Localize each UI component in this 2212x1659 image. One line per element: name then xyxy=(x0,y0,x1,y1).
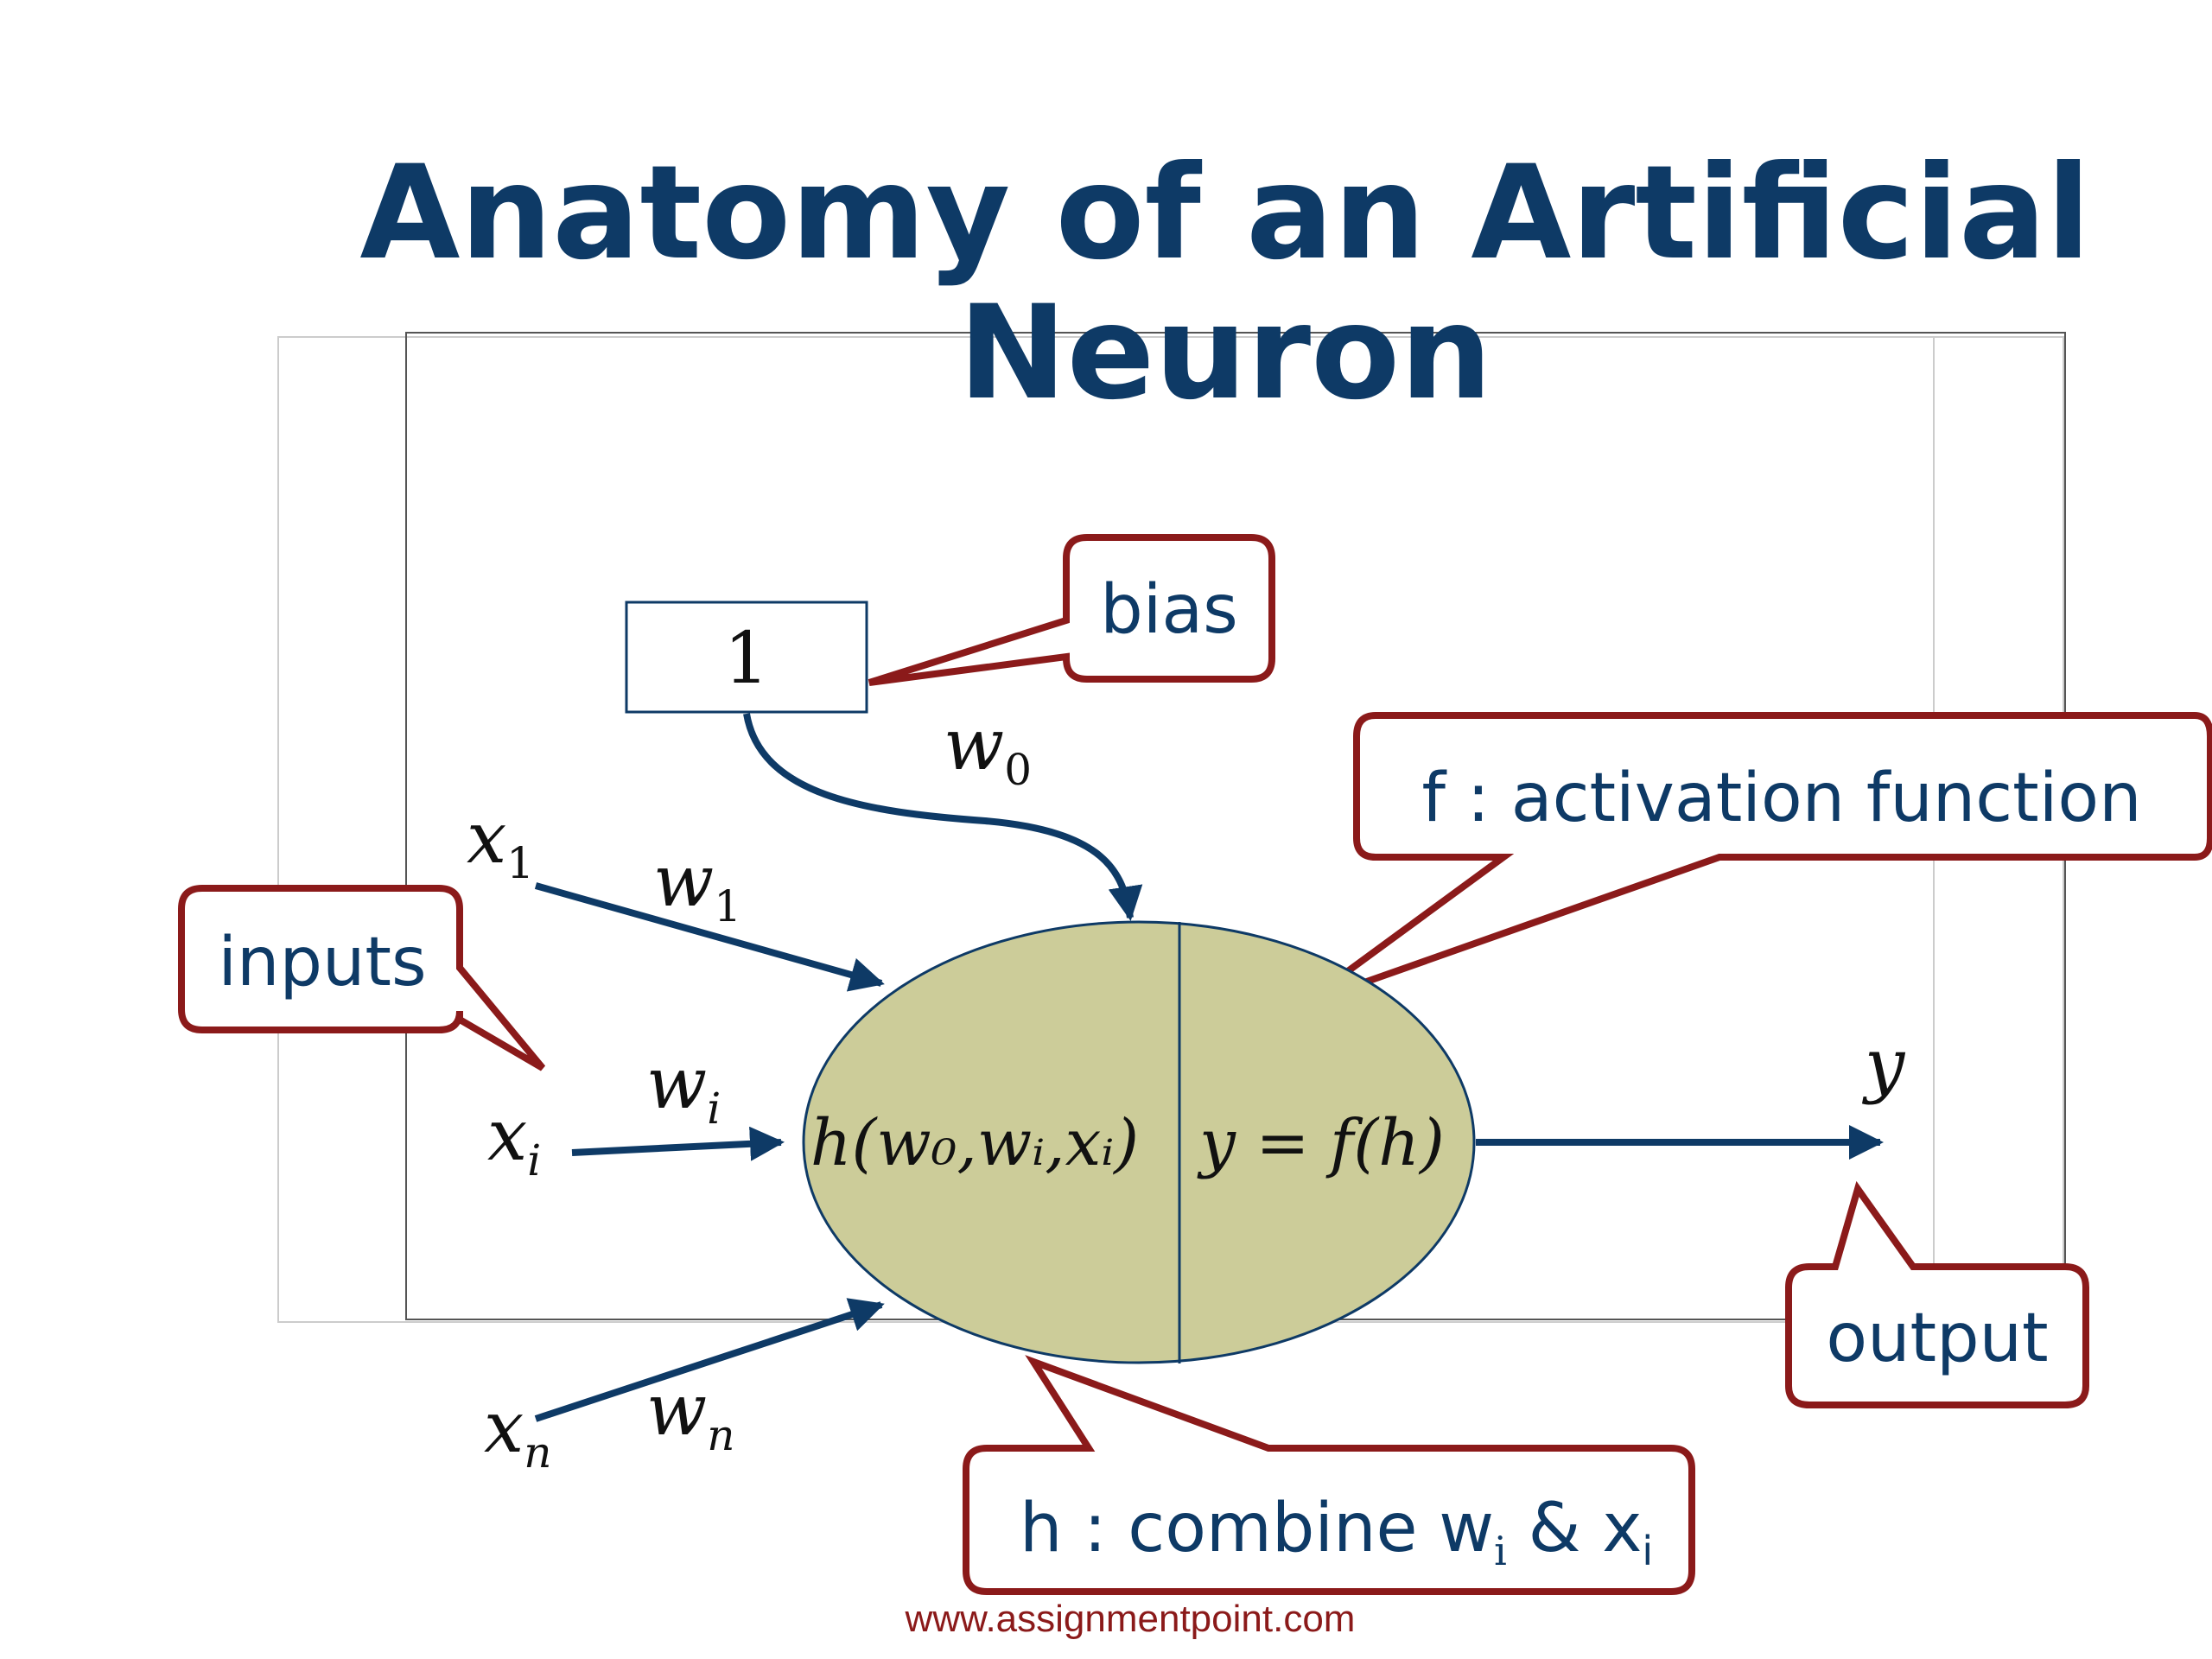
label-xn: xn xyxy=(484,1387,551,1478)
label-xi: xi xyxy=(487,1095,541,1185)
input-arrow-n xyxy=(534,1298,885,1422)
callout-output: output xyxy=(1785,1180,2089,1408)
callout-inputs-label: inputs xyxy=(218,924,426,1001)
callout-combine-label: h : combine wi & xi xyxy=(1020,1490,1653,1574)
callout-combine: h : combine wi & xi xyxy=(963,1355,1695,1595)
bias-arrow xyxy=(743,713,1143,921)
callout-bias: bias xyxy=(868,534,1275,686)
callout-output-label: output xyxy=(1826,1300,2048,1377)
activation-function: y = f(h) xyxy=(1197,1106,1445,1180)
callout-activation: f : activation function xyxy=(1300,712,2212,1007)
combine-function: h(w₀,wᵢ,xᵢ) xyxy=(810,1106,1139,1180)
callout-bias-label: bias xyxy=(1100,571,1238,649)
input-arrow-i xyxy=(571,1126,785,1161)
label-wn: wn xyxy=(646,1370,734,1460)
neuron-body xyxy=(802,920,1476,1364)
footer-url: www.assignmentpoint.com xyxy=(905,1598,1356,1640)
callout-activation-label: f : activation function xyxy=(1421,760,2141,837)
label-y: y xyxy=(1861,1024,1906,1106)
label-x1: x1 xyxy=(467,798,534,888)
page-title-line2: Neuron xyxy=(958,278,1492,429)
bias-box-value: 1 xyxy=(724,618,769,700)
label-w0: w0 xyxy=(944,704,1032,795)
callout-inputs: inputs xyxy=(178,885,546,1071)
page-title-line1: Anatomy of an Artificial xyxy=(359,138,2090,289)
input-arrow-1 xyxy=(534,882,885,992)
label-w1: w1 xyxy=(653,841,741,931)
label-wi: wi xyxy=(646,1043,721,1134)
bias-box xyxy=(625,601,868,714)
